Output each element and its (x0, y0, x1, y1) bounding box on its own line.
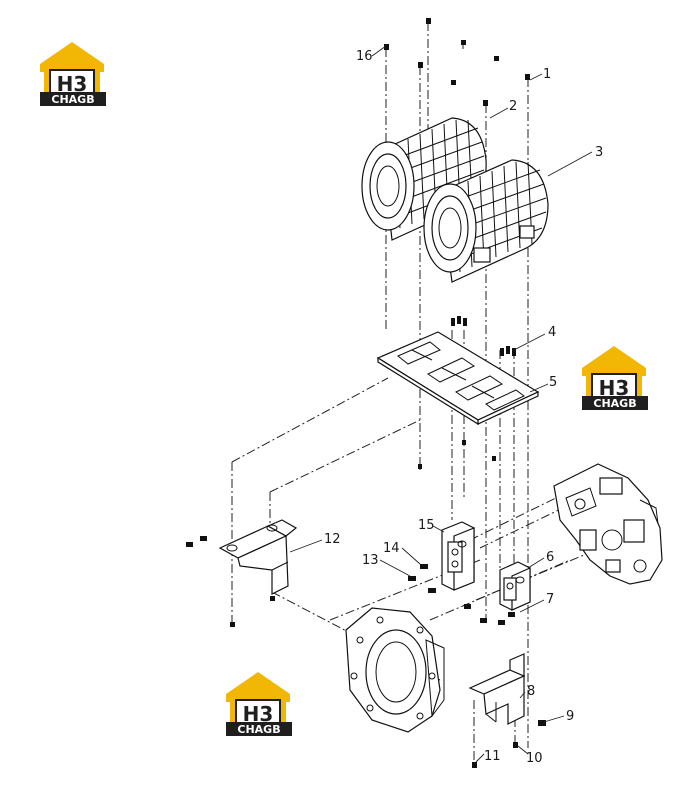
logo-watermark-bottom-left: H3 CHAGB (226, 672, 292, 736)
callout-7: 7 (546, 592, 554, 607)
callout-12: 12 (324, 532, 341, 547)
svg-text:CHAGB: CHAGB (237, 723, 280, 736)
callout-15: 15 (418, 518, 435, 533)
part-6-filter-mount (499, 561, 531, 611)
callout-8: 8 (527, 684, 535, 699)
callout-2: 2 (509, 99, 517, 114)
callout-4: 4 (548, 325, 556, 340)
engine-block-fragment (553, 463, 663, 585)
callout-1: 1 (543, 67, 551, 82)
flywheel-housing (345, 607, 445, 733)
callout-9: 9 (566, 709, 574, 724)
part-8-lower-bracket (468, 653, 526, 725)
callout-10: 10 (526, 751, 543, 766)
part-15-filter-mount (441, 521, 475, 591)
logo-watermark-middle-right: H3 CHAGB (582, 346, 648, 410)
logo-mark: H3 CHAGB (40, 42, 106, 106)
svg-text:CHAGB: CHAGB (593, 397, 636, 410)
svg-text:CHAGB: CHAGB (51, 93, 94, 106)
part-3-air-filter-front (423, 159, 549, 283)
callout-14: 14 (383, 541, 400, 556)
callout-3: 3 (595, 145, 603, 160)
callout-5: 5 (549, 375, 557, 390)
callout-16: 16 (356, 49, 373, 64)
leader-lines (289, 45, 593, 763)
part-3-air-filter-rear (361, 117, 487, 241)
fastener-bolts (186, 18, 546, 768)
callout-labels: 1 2 3 4 5 6 7 8 9 10 11 12 13 14 15 16 (324, 49, 603, 766)
callout-11: 11 (484, 749, 501, 764)
logo-watermark-top-left: H3 CHAGB (40, 42, 106, 106)
callout-6: 6 (546, 550, 554, 565)
part-5-mounting-plate (376, 331, 540, 426)
part-12-left-bracket (218, 519, 298, 595)
callout-13: 13 (362, 553, 379, 568)
